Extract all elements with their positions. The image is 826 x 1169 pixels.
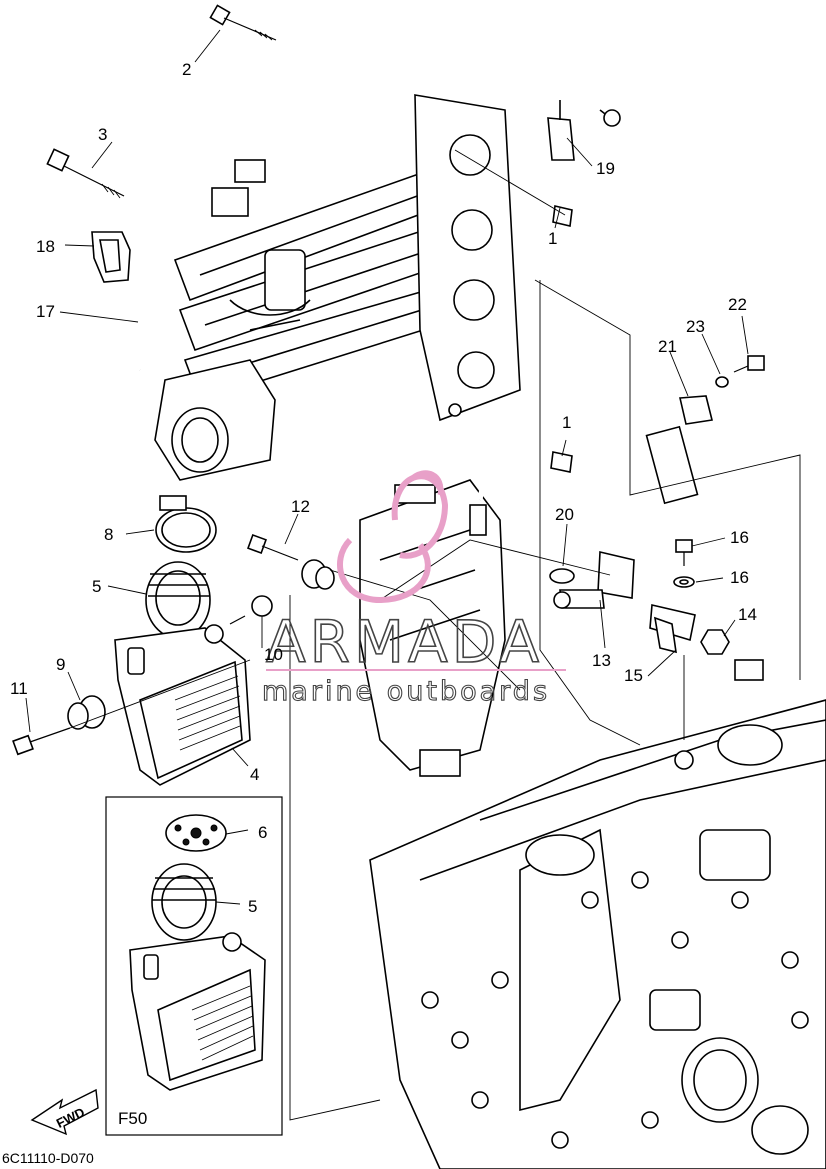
part-4-silencer: [114, 624, 251, 786]
callout-22: 22: [728, 295, 747, 314]
watermark-brand: ARMADA: [266, 608, 543, 676]
part-23-washer: [715, 376, 729, 388]
part-10-bolt: [12, 659, 251, 756]
callout-2: 2: [182, 60, 191, 79]
fwd-arrow: FWD: [30, 1088, 99, 1136]
part-12-sensor: [553, 551, 635, 609]
part-18-clip: [91, 231, 131, 283]
callout-15: 16: [730, 528, 749, 547]
callout-7: 8: [104, 525, 113, 544]
part-11-bolt: [247, 534, 335, 590]
part-6-plate: [165, 814, 227, 852]
callout-11: 12: [291, 497, 310, 516]
callout-5-inset: 5: [248, 897, 257, 916]
callout-6: 6: [258, 823, 267, 842]
f50-inset: F50: [105, 796, 283, 1136]
callout-5-upper: 5: [92, 577, 101, 596]
part-2-bolt: [209, 4, 277, 41]
callout-17: 17: [36, 302, 55, 321]
callout-3: 3: [98, 125, 107, 144]
part-14-bracket: [649, 604, 696, 654]
part-5-boot-upper: [145, 561, 211, 639]
diagram-code: 6C11110-D070: [2, 1150, 94, 1166]
part-3-bolt: [46, 148, 125, 199]
armada-watermark: ARMADA marine outboards: [261, 470, 566, 708]
part-13-nut: [700, 629, 730, 655]
callout-1-upper: 1: [548, 229, 557, 248]
callout-1-lower: 1: [562, 413, 571, 432]
inset-label: F50: [118, 1109, 147, 1128]
callout-numbers: 2 3 18 17 19 1 1 8 5 9 10 11 4 6 5 12 20…: [10, 60, 757, 916]
watermark-logo-mark: [337, 470, 449, 604]
callout-8: 9: [56, 655, 65, 674]
callout-10: 11: [10, 679, 28, 698]
intake-manifold: [133, 31, 612, 481]
part-16-washer: [673, 576, 695, 588]
callout-16: 16: [730, 568, 749, 587]
part-8-grommet: [67, 695, 106, 730]
leader-lines: [25, 29, 749, 905]
part-5-boot-inset: [151, 863, 217, 941]
reference-lines: [289, 279, 801, 1121]
part-19-clip: [547, 100, 621, 161]
part-21-clamp: [679, 395, 713, 425]
callout-21: 21: [658, 337, 677, 356]
part-15-bolt: [675, 539, 693, 566]
cylinder-block: [369, 659, 826, 1169]
callout-19: 19: [596, 159, 615, 178]
vapor-separator: [359, 352, 699, 777]
watermark-tagline: marine outboards: [262, 676, 550, 707]
callout-12: 13: [592, 651, 611, 670]
callout-14: 15: [624, 666, 643, 685]
callout-23: 23: [686, 317, 705, 336]
part-7-hose-clamp: [155, 495, 217, 553]
silencer-inset: [129, 932, 266, 1091]
callout-18: 18: [36, 237, 55, 256]
callout-13: 14: [738, 605, 757, 624]
callout-20: 20: [555, 505, 574, 524]
part-22-bolt: [733, 355, 765, 373]
part-1-dowel-pins: [454, 149, 573, 473]
callout-9: 10: [264, 645, 283, 664]
callout-4: 4: [250, 765, 259, 784]
part-20-clip: [549, 568, 575, 584]
